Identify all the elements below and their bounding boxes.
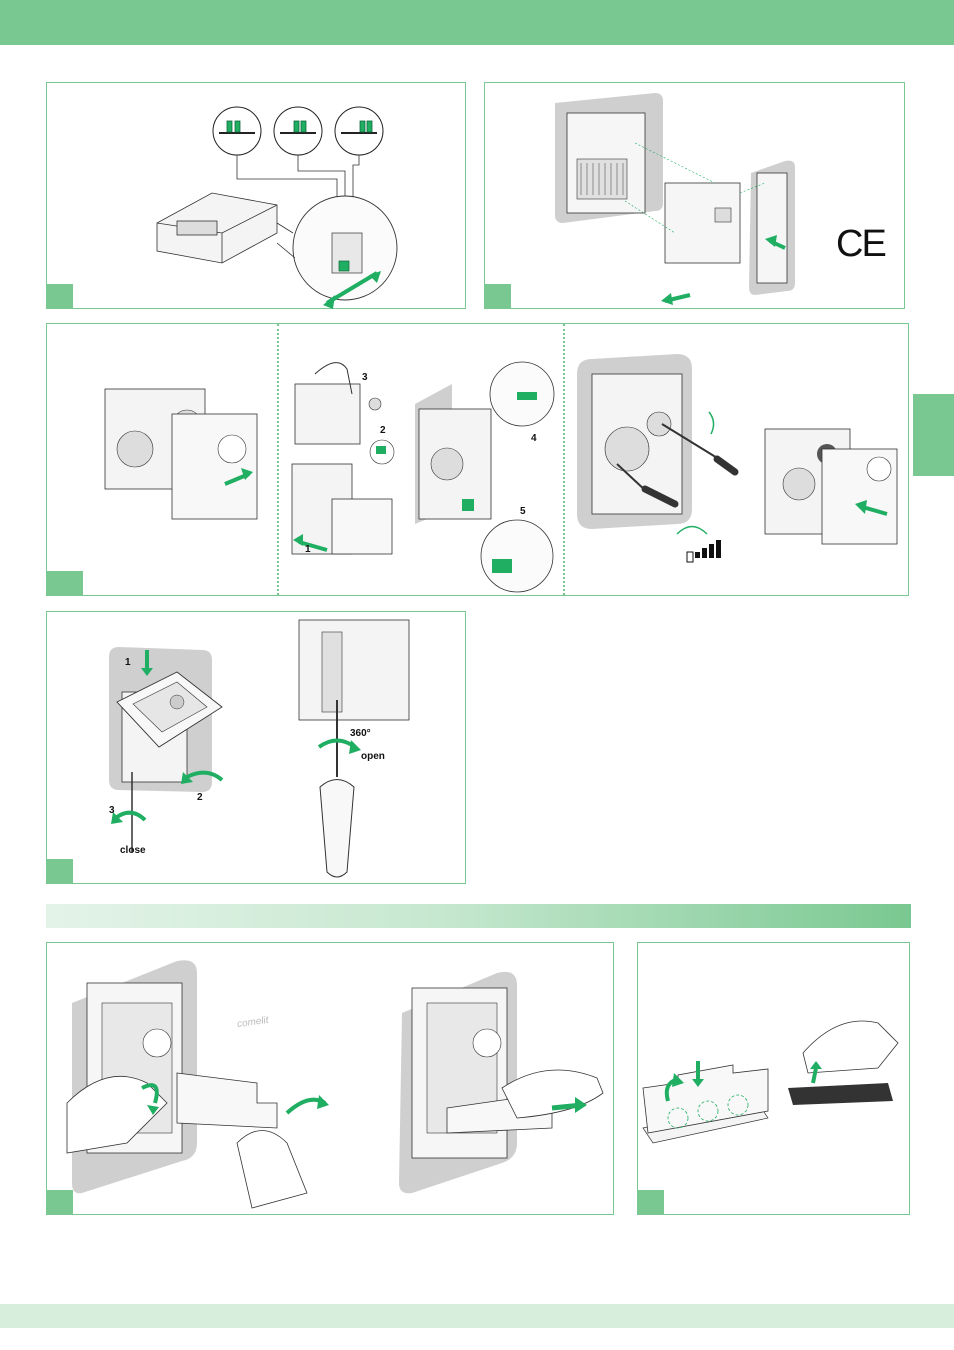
frame-fixing-illustration: [47, 612, 467, 885]
panel-assembly: CE: [484, 82, 905, 309]
step-label-1: 1: [125, 657, 131, 668]
section-tab: [913, 394, 954, 476]
step-label-4: 4: [531, 433, 537, 444]
rotation-label: 360°: [350, 728, 371, 739]
step-label-5: 5: [520, 506, 526, 517]
panel-jumper-settings: [46, 82, 466, 309]
step-label-3: 3: [109, 805, 115, 816]
step-label-1: 1: [305, 544, 311, 555]
ce-mark: CE: [836, 223, 885, 266]
panel-frame-fixing: 1 2 3 close 360° open: [46, 611, 466, 884]
footer-bar: [0, 1304, 954, 1328]
open-label: open: [361, 751, 385, 762]
close-label: close: [120, 845, 146, 856]
speaker-module-illustration: [47, 324, 910, 597]
jumper-settings-illustration: [47, 83, 467, 310]
step-label-2: 2: [380, 425, 386, 436]
panel-speaker-module: 1 2 3 4 5: [46, 323, 909, 596]
panel-nameplate: comelit: [46, 942, 614, 1215]
step-label-2: 2: [197, 792, 203, 803]
panel-label-insert: [637, 942, 910, 1215]
step-label-3: 3: [362, 372, 368, 383]
assembly-illustration: [485, 83, 906, 310]
label-insert-illustration: [638, 943, 911, 1216]
section-divider-band: [46, 904, 911, 928]
header-bar: [0, 0, 954, 45]
nameplate-illustration: [47, 943, 615, 1216]
